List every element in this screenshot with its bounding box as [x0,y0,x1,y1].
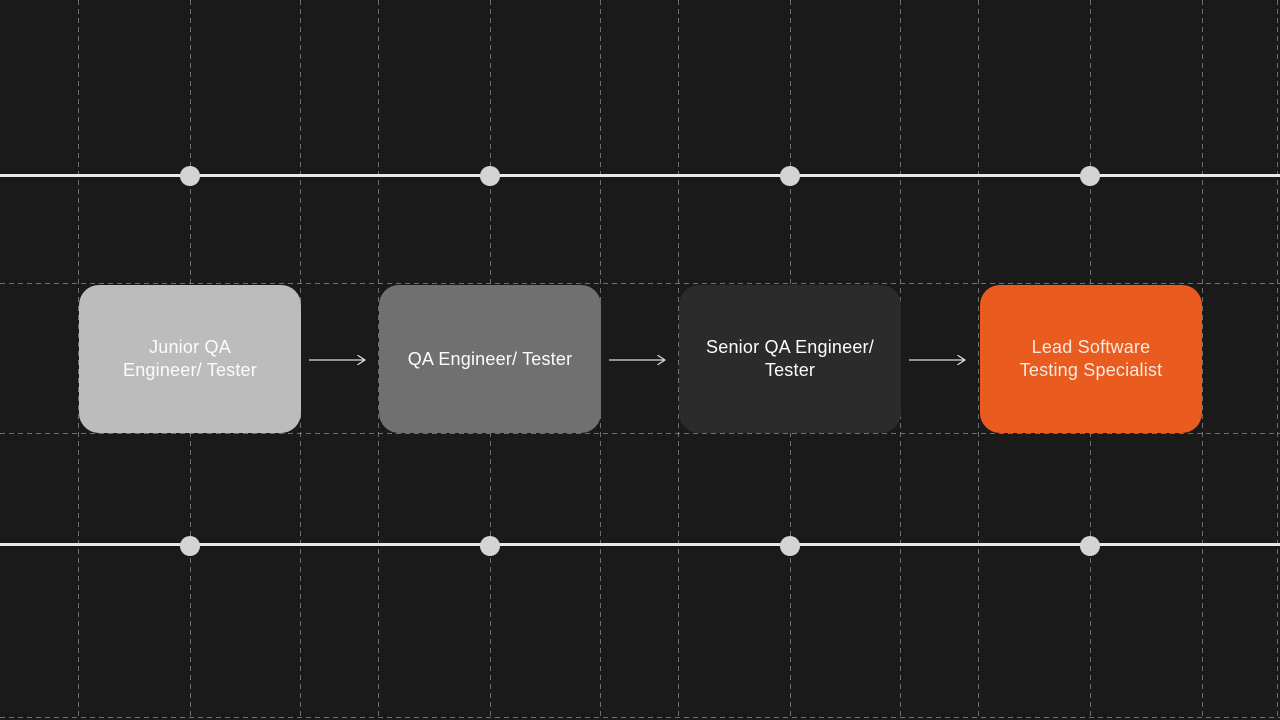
stage-box-junior-qa-engineer-tester: Junior QA Engineer/ Tester [79,285,301,433]
timeline-dot [480,535,500,556]
grid-line-vertical [1277,0,1278,720]
grid-line-horizontal [0,717,1280,718]
timeline-dot [180,535,200,556]
grid-line-vertical [1202,0,1203,720]
stage-label: Lead Software Testing Specialist [1020,336,1163,382]
stage-label: Senior QA Engineer/ Tester [706,336,874,382]
timeline-dot [1080,165,1100,186]
arrow-right-icon [609,354,666,366]
timeline-line-top [0,174,1280,177]
stage-label-line: Junior QA [149,337,231,357]
stage-label-line: Engineer/ Tester [123,360,257,380]
stage-label-line: Testing Specialist [1019,360,1163,380]
stage-label-line: QA Engineer/ Tester [407,348,573,369]
stage-box-lead-software-testing-specialist: Lead Software Testing Specialist [980,285,1202,433]
grid-line-vertical [978,0,979,720]
timeline-dot [1080,535,1100,556]
grid-line-horizontal [0,433,1280,434]
grid-line-horizontal [0,283,1280,284]
timeline-dot [780,165,800,186]
arrow-right-icon [909,354,966,366]
stage-label: Junior QA Engineer/ Tester [123,336,257,382]
stage-label: QA Engineer/ Tester [408,348,573,371]
stage-label-line: Lead Software [1031,337,1151,357]
stage-label-line: Tester [764,360,816,380]
timeline-dot [180,165,200,186]
timeline-dot [480,165,500,186]
arrow-right-icon [309,354,366,366]
timeline-line-bottom [0,543,1280,546]
timeline-dot [780,535,800,556]
stage-label-line: Senior QA Engineer/ [706,337,874,357]
stage-box-qa-engineer-tester: QA Engineer/ Tester [379,285,601,433]
stage-box-senior-qa-engineer-tester: Senior QA Engineer/ Tester [679,285,901,433]
